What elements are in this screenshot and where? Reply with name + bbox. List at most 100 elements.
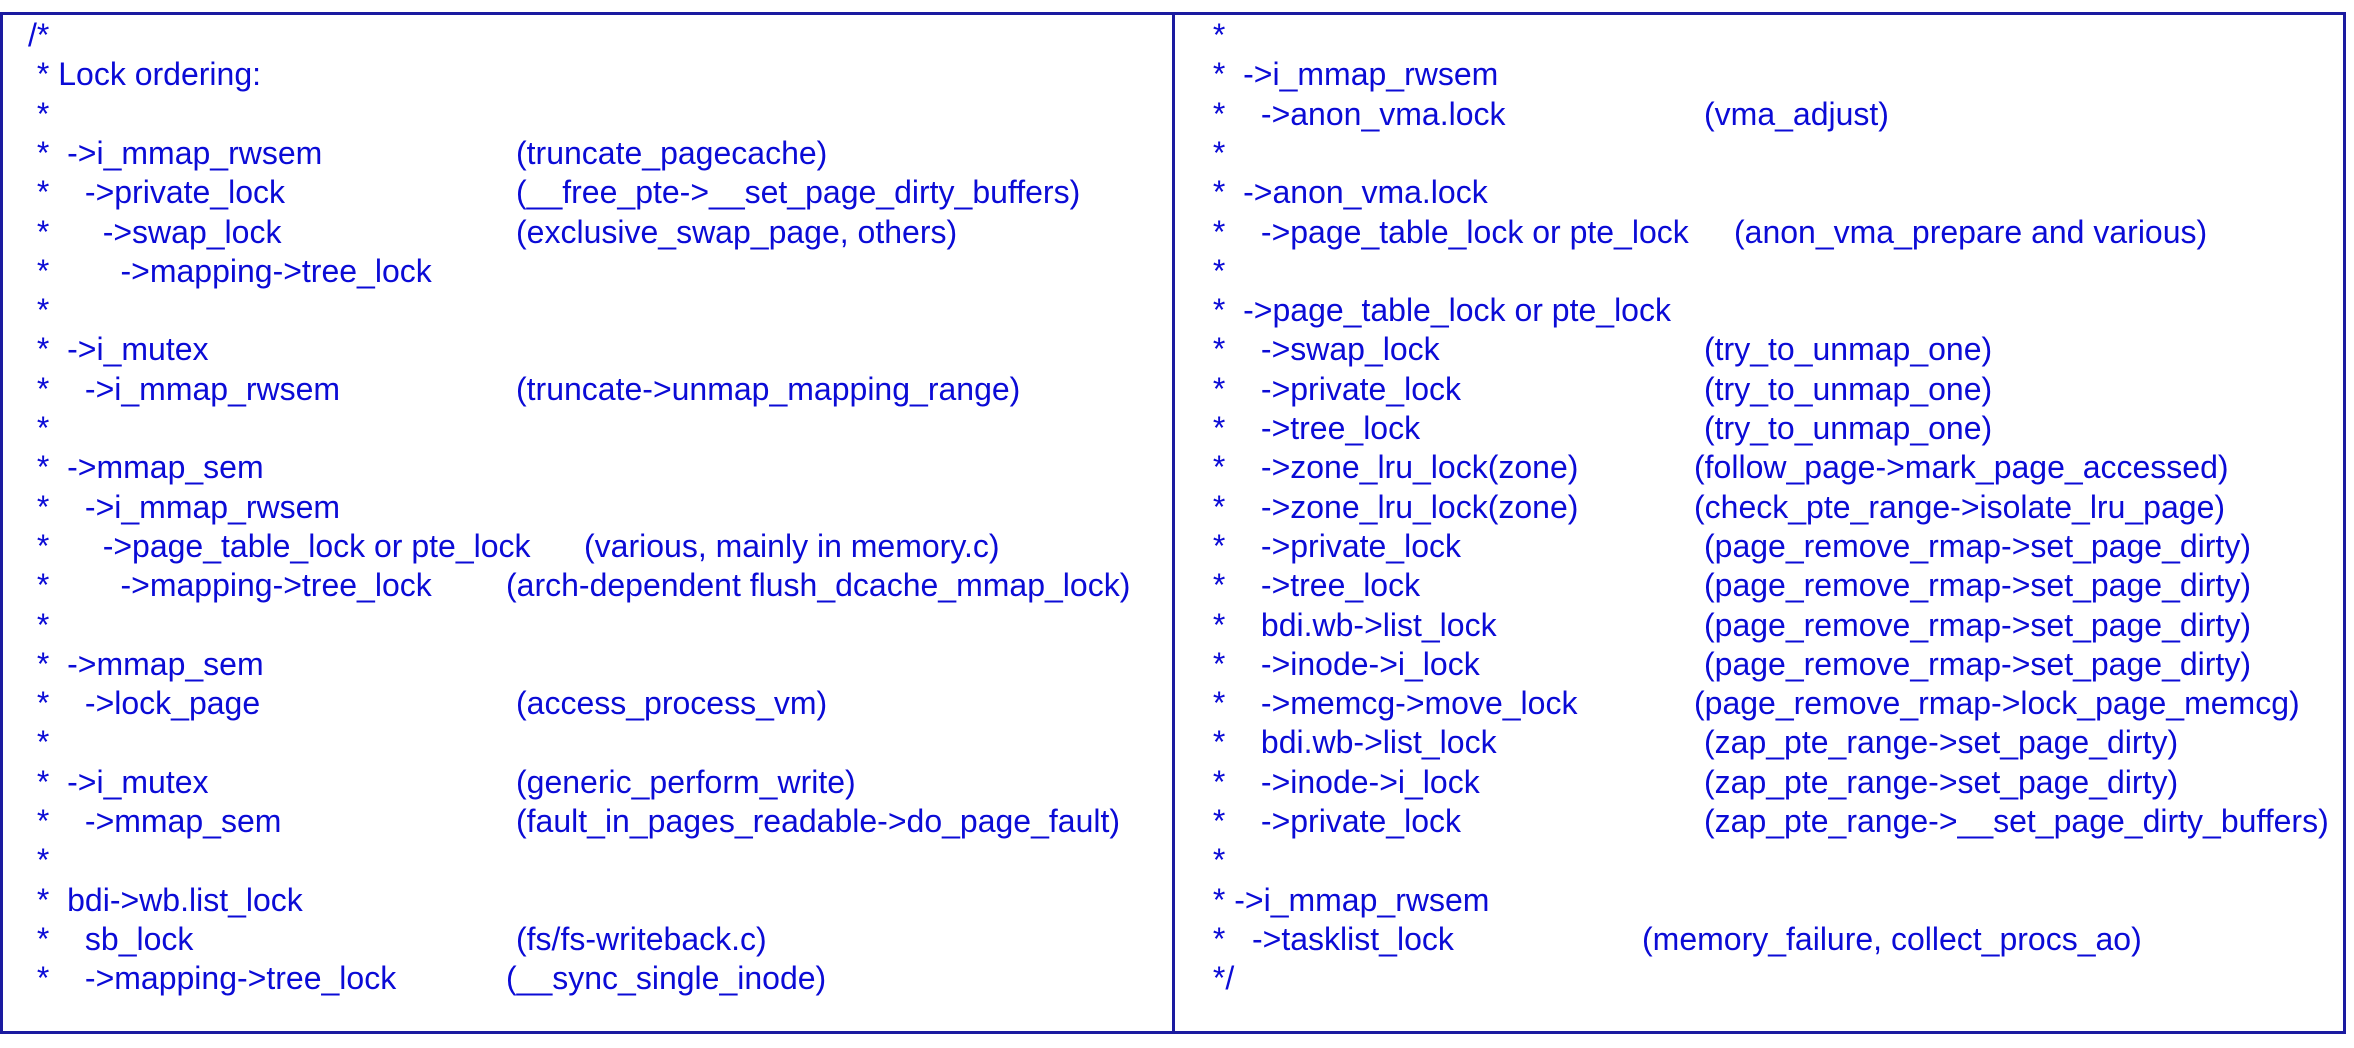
- code-comment: (zap_pte_range->__set_page_dirty_buffers…: [1704, 803, 2329, 839]
- code-text: * ->zone_lru_lock(zone): [1204, 488, 1579, 525]
- code-text: * ->anon_vma.lock: [1204, 95, 1506, 132]
- code-text: * ->mapping->tree_lock: [28, 567, 432, 604]
- code-comment: (arch-dependent flush_dcache_mmap_lock): [506, 567, 1131, 604]
- code-text: * ->inode->i_lock: [1204, 763, 1480, 800]
- code-comment: (__sync_single_inode): [506, 960, 827, 997]
- code-text: * ->mmap_sem: [28, 803, 282, 839]
- code-text: * ->zone_lru_lock(zone): [1204, 449, 1579, 486]
- code-comment: (zap_pte_range->set_page_dirty): [1704, 763, 2179, 800]
- code-line: * ->zone_lru_lock(zone) (check_pte_range-…: [1176, 488, 2344, 527]
- code-line: * Lock ordering:: [0, 55, 1170, 94]
- code-line: */: [1176, 959, 2344, 998]
- code-line: * ->i_mmap_rwsem: [0, 488, 1170, 527]
- code-text: *: [28, 410, 50, 446]
- code-text: * ->i_mmap_rwsem: [1204, 881, 1490, 918]
- code-line: * ->anon_vma.lock (vma_adjust): [1176, 95, 2344, 134]
- code-comment: (various, mainly in memory.c): [584, 527, 1000, 564]
- code-comment: (vma_adjust): [1704, 95, 1889, 132]
- code-text: * ->lock_page: [28, 685, 261, 722]
- code-line: * ->inode->i_lock(page_remove_rmap->set_…: [1176, 645, 2344, 684]
- code-text: * ->i_mmap_rwsem: [28, 370, 341, 407]
- code-text: * ->anon_vma.lock: [1204, 174, 1488, 211]
- code-text: * ->i_mmap_rwsem: [28, 488, 341, 525]
- code-line: * ->mapping->tree_lock (arch-dependent fl…: [0, 566, 1170, 605]
- code-line: * bdi->wb.list_lock: [0, 881, 1170, 920]
- code-line: * sb_lock(fs/fs-writeback.c): [0, 920, 1170, 959]
- code-line: * ->zone_lru_lock(zone) (follow_page->mar…: [1176, 448, 2344, 487]
- code-line: * ->page_table_lock or pte_lock(anon_vma…: [1176, 213, 2344, 252]
- code-comment: (page_remove_rmap->set_page_dirty): [1704, 567, 2251, 604]
- code-text: * ->memcg->move_lock: [1204, 685, 1578, 722]
- code-line: * ->swap_lock (try_to_unmap_one): [1176, 330, 2344, 369]
- code-text: * ->private_lock: [1204, 370, 1461, 407]
- code-line: * ->private_lock(__free_pte->__set_page_…: [0, 173, 1170, 212]
- code-line: * ->inode->i_lock (zap_pte_range->set_pag…: [1176, 763, 2344, 802]
- column-divider: [1172, 12, 1175, 1034]
- code-text: * ->mapping->tree_lock: [28, 252, 432, 289]
- code-text: * bdi->wb.list_lock: [28, 881, 303, 918]
- code-comment: (try_to_unmap_one): [1704, 370, 1993, 407]
- code-line: * ->tasklist_lock (memory_failure, collec…: [1176, 920, 2344, 959]
- code-line: * ->page_table_lock or pte_lock(various,…: [0, 527, 1170, 566]
- code-line: * ->private_lock (page_remove_rmap->set_p…: [1176, 527, 2344, 566]
- code-text: * ->swap_lock: [1204, 331, 1440, 368]
- code-line: *: [1176, 841, 2344, 880]
- code-text: *: [28, 724, 50, 761]
- code-comment: (page_remove_rmap->lock_page_memcg): [1694, 685, 2300, 722]
- code-comment: (memory_failure, collect_procs_ao): [1642, 920, 2142, 957]
- code-text: *: [28, 95, 50, 132]
- code-comment: (check_pte_range->isolate_lru_page): [1694, 488, 2226, 525]
- code-text: * ->i_mmap_rwsem: [28, 134, 323, 171]
- code-comment: (generic_perform_write): [516, 763, 856, 800]
- code-comment: (fs/fs-writeback.c): [516, 920, 767, 957]
- code-line: * ->page_table_lock or pte_lock: [1176, 291, 2344, 330]
- code-text: */: [1204, 960, 1235, 997]
- code-comment: (zap_pte_range->set_page_dirty): [1704, 724, 2179, 761]
- code-text: * ->i_mmap_rwsem: [1204, 56, 1499, 93]
- code-line: * ->i_mmap_rwsem (truncate_pagecache): [0, 134, 1170, 173]
- code-line: *: [0, 291, 1170, 330]
- code-line: * ->mmap_sem(fault_in_pages_readable->do…: [0, 802, 1170, 841]
- code-line: * ->private_lock (zap_pte_range->__set_pa…: [1176, 802, 2344, 841]
- code-line: * ->mmap_sem: [0, 645, 1170, 684]
- code-text: * ->private_lock: [28, 174, 285, 211]
- code-text: /*: [28, 17, 50, 53]
- code-line: *: [1176, 16, 2344, 55]
- code-line: * ->i_mutex: [0, 330, 1170, 369]
- code-text: * ->page_table_lock or pte_lock: [1204, 213, 1689, 250]
- code-line: * ->tree_lock(try_to_unmap_one): [1176, 409, 2344, 448]
- code-line: *: [0, 95, 1170, 134]
- code-comment: (follow_page->mark_page_accessed): [1694, 449, 2229, 486]
- code-line: *: [0, 841, 1170, 880]
- code-line: * ->swap_lock(exclusive_swap_page, other…: [0, 213, 1170, 252]
- code-text: * ->private_lock: [1204, 803, 1461, 839]
- code-line: * ->mapping->tree_lock (__sync_single_ino…: [0, 959, 1170, 998]
- code-line: * ->i_mmap_rwsem: [1176, 55, 2344, 94]
- code-text: *: [28, 842, 50, 879]
- code-text: * ->tasklist_lock: [1204, 920, 1454, 957]
- code-comment: (access_process_vm): [516, 685, 828, 722]
- code-line: * ->i_mmap_rwsem (truncate->unmap_mapping…: [0, 370, 1170, 409]
- code-comment: (page_remove_rmap->set_page_dirty): [1704, 527, 2251, 564]
- code-line: * bdi.wb->list_lock(page_remove_rmap->se…: [1176, 606, 2344, 645]
- code-line: * ->anon_vma.lock: [1176, 173, 2344, 212]
- code-comment: (page_remove_rmap->set_page_dirty): [1704, 606, 2251, 643]
- code-comment: (try_to_unmap_one): [1704, 331, 1993, 368]
- code-text: * ->mmap_sem: [28, 645, 264, 682]
- code-line: *: [0, 723, 1170, 762]
- code-line: * ->i_mutex(generic_perform_write): [0, 763, 1170, 802]
- code-text: *: [1204, 842, 1226, 879]
- code-text: * ->private_lock: [1204, 527, 1461, 564]
- code-line: *: [0, 606, 1170, 645]
- code-text: * ->swap_lock: [28, 213, 282, 250]
- code-text: *: [1204, 134, 1226, 171]
- code-text: * Lock ordering:: [28, 56, 262, 93]
- code-comment: (truncate->unmap_mapping_range): [516, 370, 1021, 407]
- code-line: * ->i_mmap_rwsem: [1176, 881, 2344, 920]
- code-text: * ->i_mutex: [28, 331, 209, 368]
- code-text: * ->mapping->tree_lock: [28, 960, 397, 997]
- code-line: * ->memcg->move_lock (page_remove_rmap->l…: [1176, 684, 2344, 723]
- code-text: *: [1204, 17, 1226, 53]
- code-comment: (truncate_pagecache): [516, 134, 828, 171]
- code-line: * ->private_lock (try_to_unmap_one): [1176, 370, 2344, 409]
